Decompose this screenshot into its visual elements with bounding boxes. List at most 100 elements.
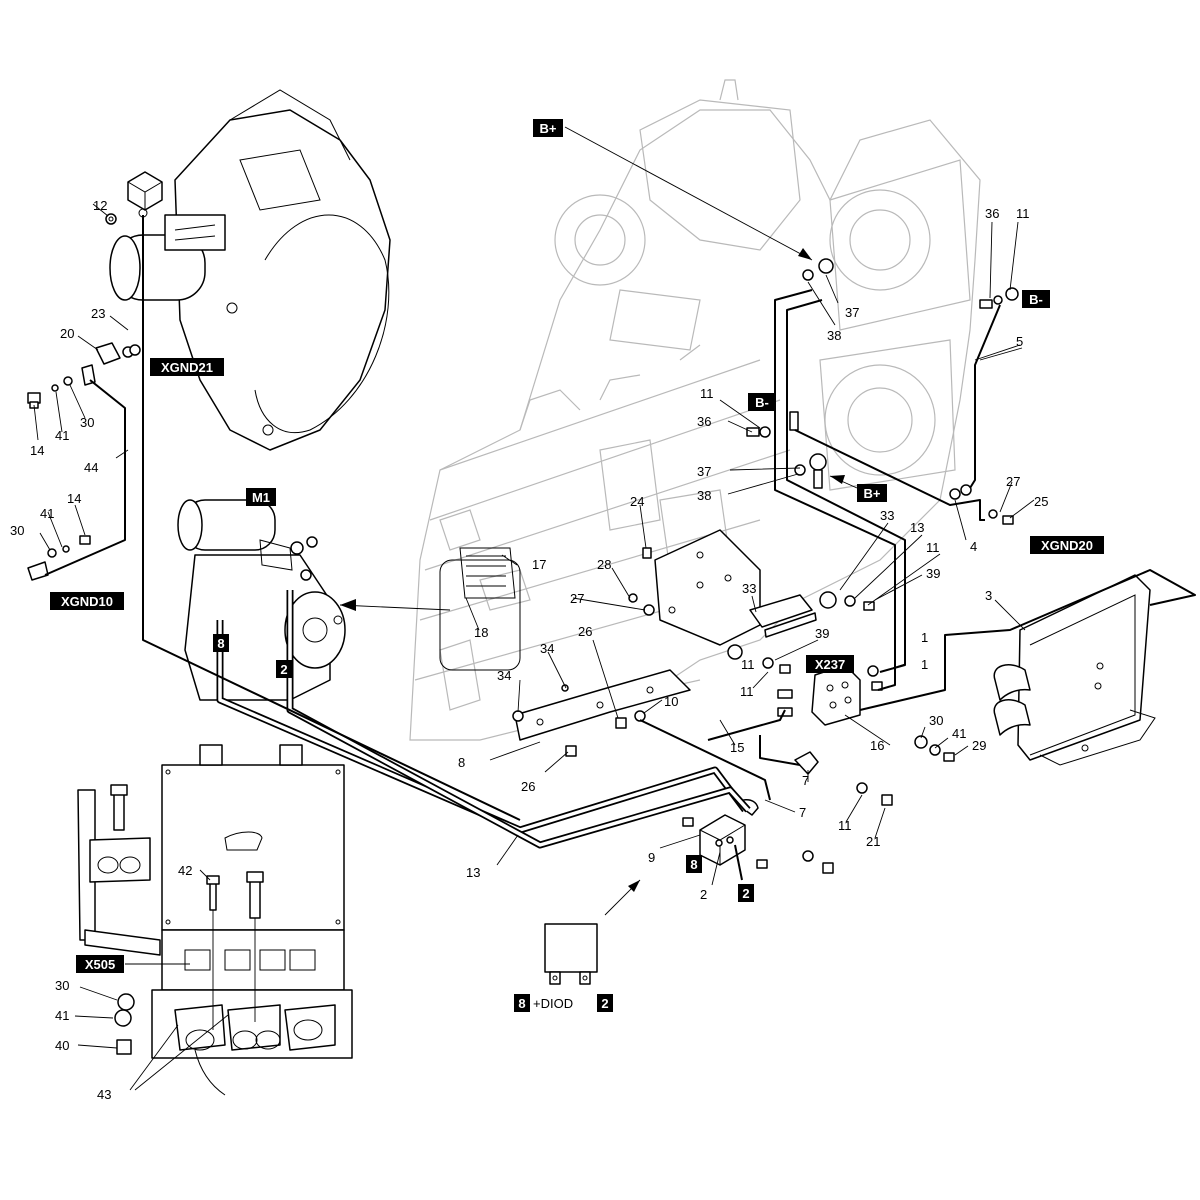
solenoid-assembly [109, 214, 226, 301]
bolts-near-relay [715, 782, 893, 874]
svg-text:2: 2 [742, 886, 749, 901]
callout-2: 2 [700, 887, 707, 902]
callout-11-upper: 11 [1016, 206, 1030, 221]
tag-wire-8-diode: 8 [514, 994, 530, 1012]
callout-41-top: 41 [55, 428, 69, 443]
tag-xgnd10: XGND10 [50, 592, 124, 610]
callout-21: 21 [866, 834, 880, 849]
callout-1-upper: 1 [921, 630, 928, 645]
callout-39-lower: 39 [815, 626, 829, 641]
fuse-strip [727, 591, 837, 660]
svg-text:XGND20: XGND20 [1041, 538, 1093, 553]
callout-7-lower: 7 [799, 805, 806, 820]
control-unit [993, 574, 1156, 766]
washer-41-top [51, 384, 59, 392]
callout-41-bottom: 41 [40, 506, 54, 521]
svg-text:2: 2 [280, 662, 287, 677]
svg-text:M1: M1 [252, 490, 270, 505]
flywheel-housing [174, 89, 391, 451]
callout-1-lower: 1 [921, 657, 928, 672]
tag-x505: X505 [76, 955, 124, 973]
svg-text:X237: X237 [815, 657, 845, 672]
callout-42: 42 [178, 863, 192, 878]
callout-40: 40 [55, 1038, 69, 1053]
tag-wire-8-relay: 8 [686, 855, 702, 873]
callout-29: 29 [972, 738, 986, 753]
callout-26-upper: 26 [578, 624, 592, 639]
terminal-eye-xgnd21 [81, 364, 96, 386]
svg-text:2: 2 [601, 996, 608, 1011]
washers-30-41-40 [114, 993, 135, 1055]
callout-18: 18 [474, 625, 488, 640]
callout-11-mid: 11 [700, 386, 714, 401]
b-minus-terminal-upper [979, 287, 1019, 309]
tag-wire-2-diode: 2 [597, 994, 613, 1012]
tag-wire-2-left: 2 [276, 660, 292, 678]
connector-tags: B+ B- B- B+ XGND21 XGND10 XGND20 M1 [50, 119, 1104, 1012]
callout-27-right: 27 [1006, 474, 1020, 489]
diode-module [544, 923, 598, 985]
callout-10: 10 [664, 694, 678, 709]
tag-x237: X237 [806, 655, 854, 673]
callout-41-module: 41 [55, 1008, 69, 1023]
tag-wire-8-left: 8 [213, 634, 229, 652]
tag-b-plus-top: B+ [533, 119, 563, 137]
svg-text:XGND10: XGND10 [61, 594, 113, 609]
callout-37-upper: 37 [845, 305, 859, 320]
callout-20: 20 [60, 326, 74, 341]
callout-25: 25 [1034, 494, 1048, 509]
mount-arrow-starter [339, 604, 451, 611]
callout-30-module: 30 [55, 978, 69, 993]
svg-text:B+: B+ [864, 486, 881, 501]
callout-26-lower: 26 [521, 779, 535, 794]
ring-gear [439, 547, 521, 671]
callout-37-mid: 37 [697, 464, 711, 479]
callout-13-right: 13 [910, 520, 924, 535]
bracket-plate-8 [514, 669, 691, 741]
svg-text:8: 8 [690, 857, 697, 872]
tag-b-minus-right: B- [1022, 290, 1050, 308]
svg-text:8: 8 [518, 996, 525, 1011]
callout-36-mid: 36 [697, 414, 711, 429]
callout-15: 15 [730, 740, 744, 755]
callout-11-lower: 11 [740, 684, 754, 699]
tag-xgnd20: XGND20 [1030, 536, 1104, 554]
callout-30-right: 30 [929, 713, 943, 728]
callout-8: 8 [458, 755, 465, 770]
callout-41-right: 41 [952, 726, 966, 741]
ground-bolts-25-27 [949, 484, 1014, 525]
callout-numbers: 12 23 20 14 41 30 44 14 41 30 36 11 37 3… [10, 198, 1048, 1102]
callout-14-top: 14 [30, 443, 44, 458]
leader-lines [33, 126, 1035, 1091]
callout-28: 28 [597, 557, 611, 572]
ground-washers-right [914, 735, 955, 762]
callout-24: 24 [630, 494, 644, 509]
svg-text:B-: B- [1029, 292, 1043, 307]
callout-34-lower: 34 [497, 668, 511, 683]
callout-33-lower: 33 [742, 581, 756, 596]
ground-stud-20 [95, 342, 141, 365]
callout-43: 43 [97, 1087, 111, 1102]
callout-4: 4 [970, 539, 977, 554]
callout-5: 5 [1016, 334, 1023, 349]
callout-23: 23 [91, 306, 105, 321]
diode-label: +DIOD [533, 996, 573, 1011]
callout-30-bottom: 30 [10, 523, 24, 538]
tag-b-plus-mid: B+ [857, 484, 887, 502]
callout-39-upper: 39 [926, 566, 940, 581]
callout-33-upper: 33 [880, 508, 894, 523]
washer-30-top [63, 376, 73, 386]
callout-11-relay: 11 [838, 818, 852, 833]
module-x505 [77, 744, 353, 1096]
tag-m1: M1 [246, 488, 276, 506]
ground-strap-xgnd10 [27, 535, 91, 581]
tag-wire-2-relay: 2 [738, 884, 754, 902]
misc-bolts [512, 547, 883, 757]
junction-block-x237 [777, 664, 861, 726]
callout-38-mid: 38 [697, 488, 711, 503]
b-plus-terminal-lower [794, 453, 827, 489]
callout-16: 16 [870, 738, 884, 753]
callout-27-left: 27 [570, 591, 584, 606]
tag-xgnd21: XGND21 [150, 358, 224, 376]
